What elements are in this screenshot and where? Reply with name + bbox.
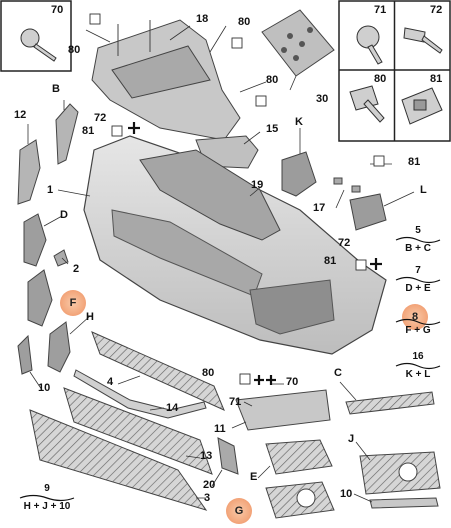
bracket-h	[47, 321, 71, 373]
clip-80-icon	[349, 85, 385, 123]
part-10-left	[17, 334, 33, 375]
plus-marks	[128, 122, 382, 385]
group-5: 5 B + C	[390, 226, 446, 254]
label-72-b: 72	[338, 237, 351, 249]
highlight-8-label: 8	[411, 311, 419, 323]
group-16-number: 16	[412, 351, 424, 362]
group-9-sub: H + J + 10	[23, 501, 71, 512]
part-2	[53, 249, 69, 267]
group-16-sub: K + L	[405, 369, 431, 380]
label-4: 4	[107, 376, 114, 388]
label-70: 70	[286, 376, 299, 388]
screw-70-icon	[20, 28, 57, 62]
group-5-number: 5	[415, 225, 421, 236]
label-80-b: 80	[238, 16, 251, 28]
label-2: 2	[73, 263, 80, 275]
bracket-d	[23, 213, 47, 267]
part-19	[139, 149, 281, 241]
inset-label-71: 71	[374, 4, 387, 16]
group-8: F + G	[390, 318, 446, 336]
clip-81-icon	[401, 87, 443, 125]
label-71: 71	[229, 396, 242, 408]
part-l	[349, 193, 387, 231]
highlight-g: G	[226, 498, 252, 524]
label-18: 18	[196, 13, 209, 25]
grille-4	[91, 331, 225, 411]
label-80-a: 80	[68, 44, 81, 56]
label-15: 15	[266, 123, 279, 135]
label-81-c: 81	[324, 255, 337, 267]
tilde-icon	[395, 318, 441, 326]
highlight-8: 8	[402, 304, 428, 330]
tilde-icon	[395, 276, 441, 284]
inset-label-70: 70	[51, 4, 64, 16]
label-l: L	[420, 184, 427, 196]
highlight-f: F	[60, 290, 86, 316]
reference-squares	[89, 13, 385, 385]
group-5-sub: B + C	[405, 243, 431, 254]
bracket-f	[27, 269, 53, 327]
label-b: B	[52, 83, 60, 95]
clip-17a	[333, 177, 343, 185]
label-17: 17	[313, 202, 326, 214]
fog-surround-e	[265, 439, 333, 475]
group-9-number: 9	[44, 483, 50, 494]
label-k: K	[295, 116, 303, 128]
label-3: 3	[204, 492, 211, 504]
group-8-sub: F + G	[405, 325, 431, 336]
trim-14	[73, 369, 207, 419]
label-13: 13	[200, 450, 213, 462]
label-30: 30	[316, 93, 329, 105]
group-9: 9 H + J + 10	[14, 484, 80, 512]
label-1: 1	[47, 184, 54, 196]
screw-72-icon	[403, 27, 443, 54]
group-16: 16 K + L	[390, 352, 446, 380]
label-81-b: 81	[408, 156, 421, 168]
label-20: 20	[203, 479, 216, 491]
clip-bag-30	[261, 9, 335, 77]
bracket-b	[55, 103, 79, 165]
highlight-g-label: G	[234, 505, 244, 517]
label-12: 12	[14, 109, 27, 121]
group-7-number: 7	[415, 265, 421, 276]
bumper-cover-1	[83, 135, 387, 355]
label-11: 11	[214, 423, 226, 435]
tilde-icon	[19, 494, 75, 502]
inset-label-72: 72	[430, 4, 443, 16]
label-10-b: 10	[340, 488, 353, 500]
trim-c	[345, 391, 435, 415]
label-80-c: 80	[266, 74, 279, 86]
part-k	[281, 151, 317, 197]
inset-label-80: 80	[374, 73, 387, 85]
label-e: E	[250, 471, 258, 483]
grille-3	[29, 409, 208, 511]
label-d: D	[60, 209, 68, 221]
label-10-a: 10	[38, 382, 51, 394]
label-c: C	[334, 367, 342, 379]
bracket-12	[17, 139, 41, 205]
part-10-right	[369, 497, 439, 509]
trim-11	[235, 389, 331, 431]
clip-17b	[351, 185, 361, 193]
label-19: 19	[251, 179, 264, 191]
label-72-a: 72	[94, 112, 107, 124]
highlight-f-label: F	[69, 297, 77, 309]
label-14: 14	[166, 402, 179, 414]
label-80-d: 80	[202, 367, 215, 379]
group-7: 7 D + E	[390, 266, 446, 294]
part-20	[217, 437, 239, 475]
group-7-sub: D + E	[405, 283, 431, 294]
upper-crossmember-18	[91, 19, 241, 141]
grille-13	[63, 387, 213, 475]
label-81-a: 81	[82, 125, 95, 137]
tilde-icon	[395, 362, 441, 370]
label-h: H	[86, 311, 94, 323]
label-j: J	[348, 433, 355, 445]
screw-71-icon	[356, 25, 383, 65]
tilde-icon	[395, 236, 441, 244]
inset-label-81: 81	[430, 73, 443, 85]
